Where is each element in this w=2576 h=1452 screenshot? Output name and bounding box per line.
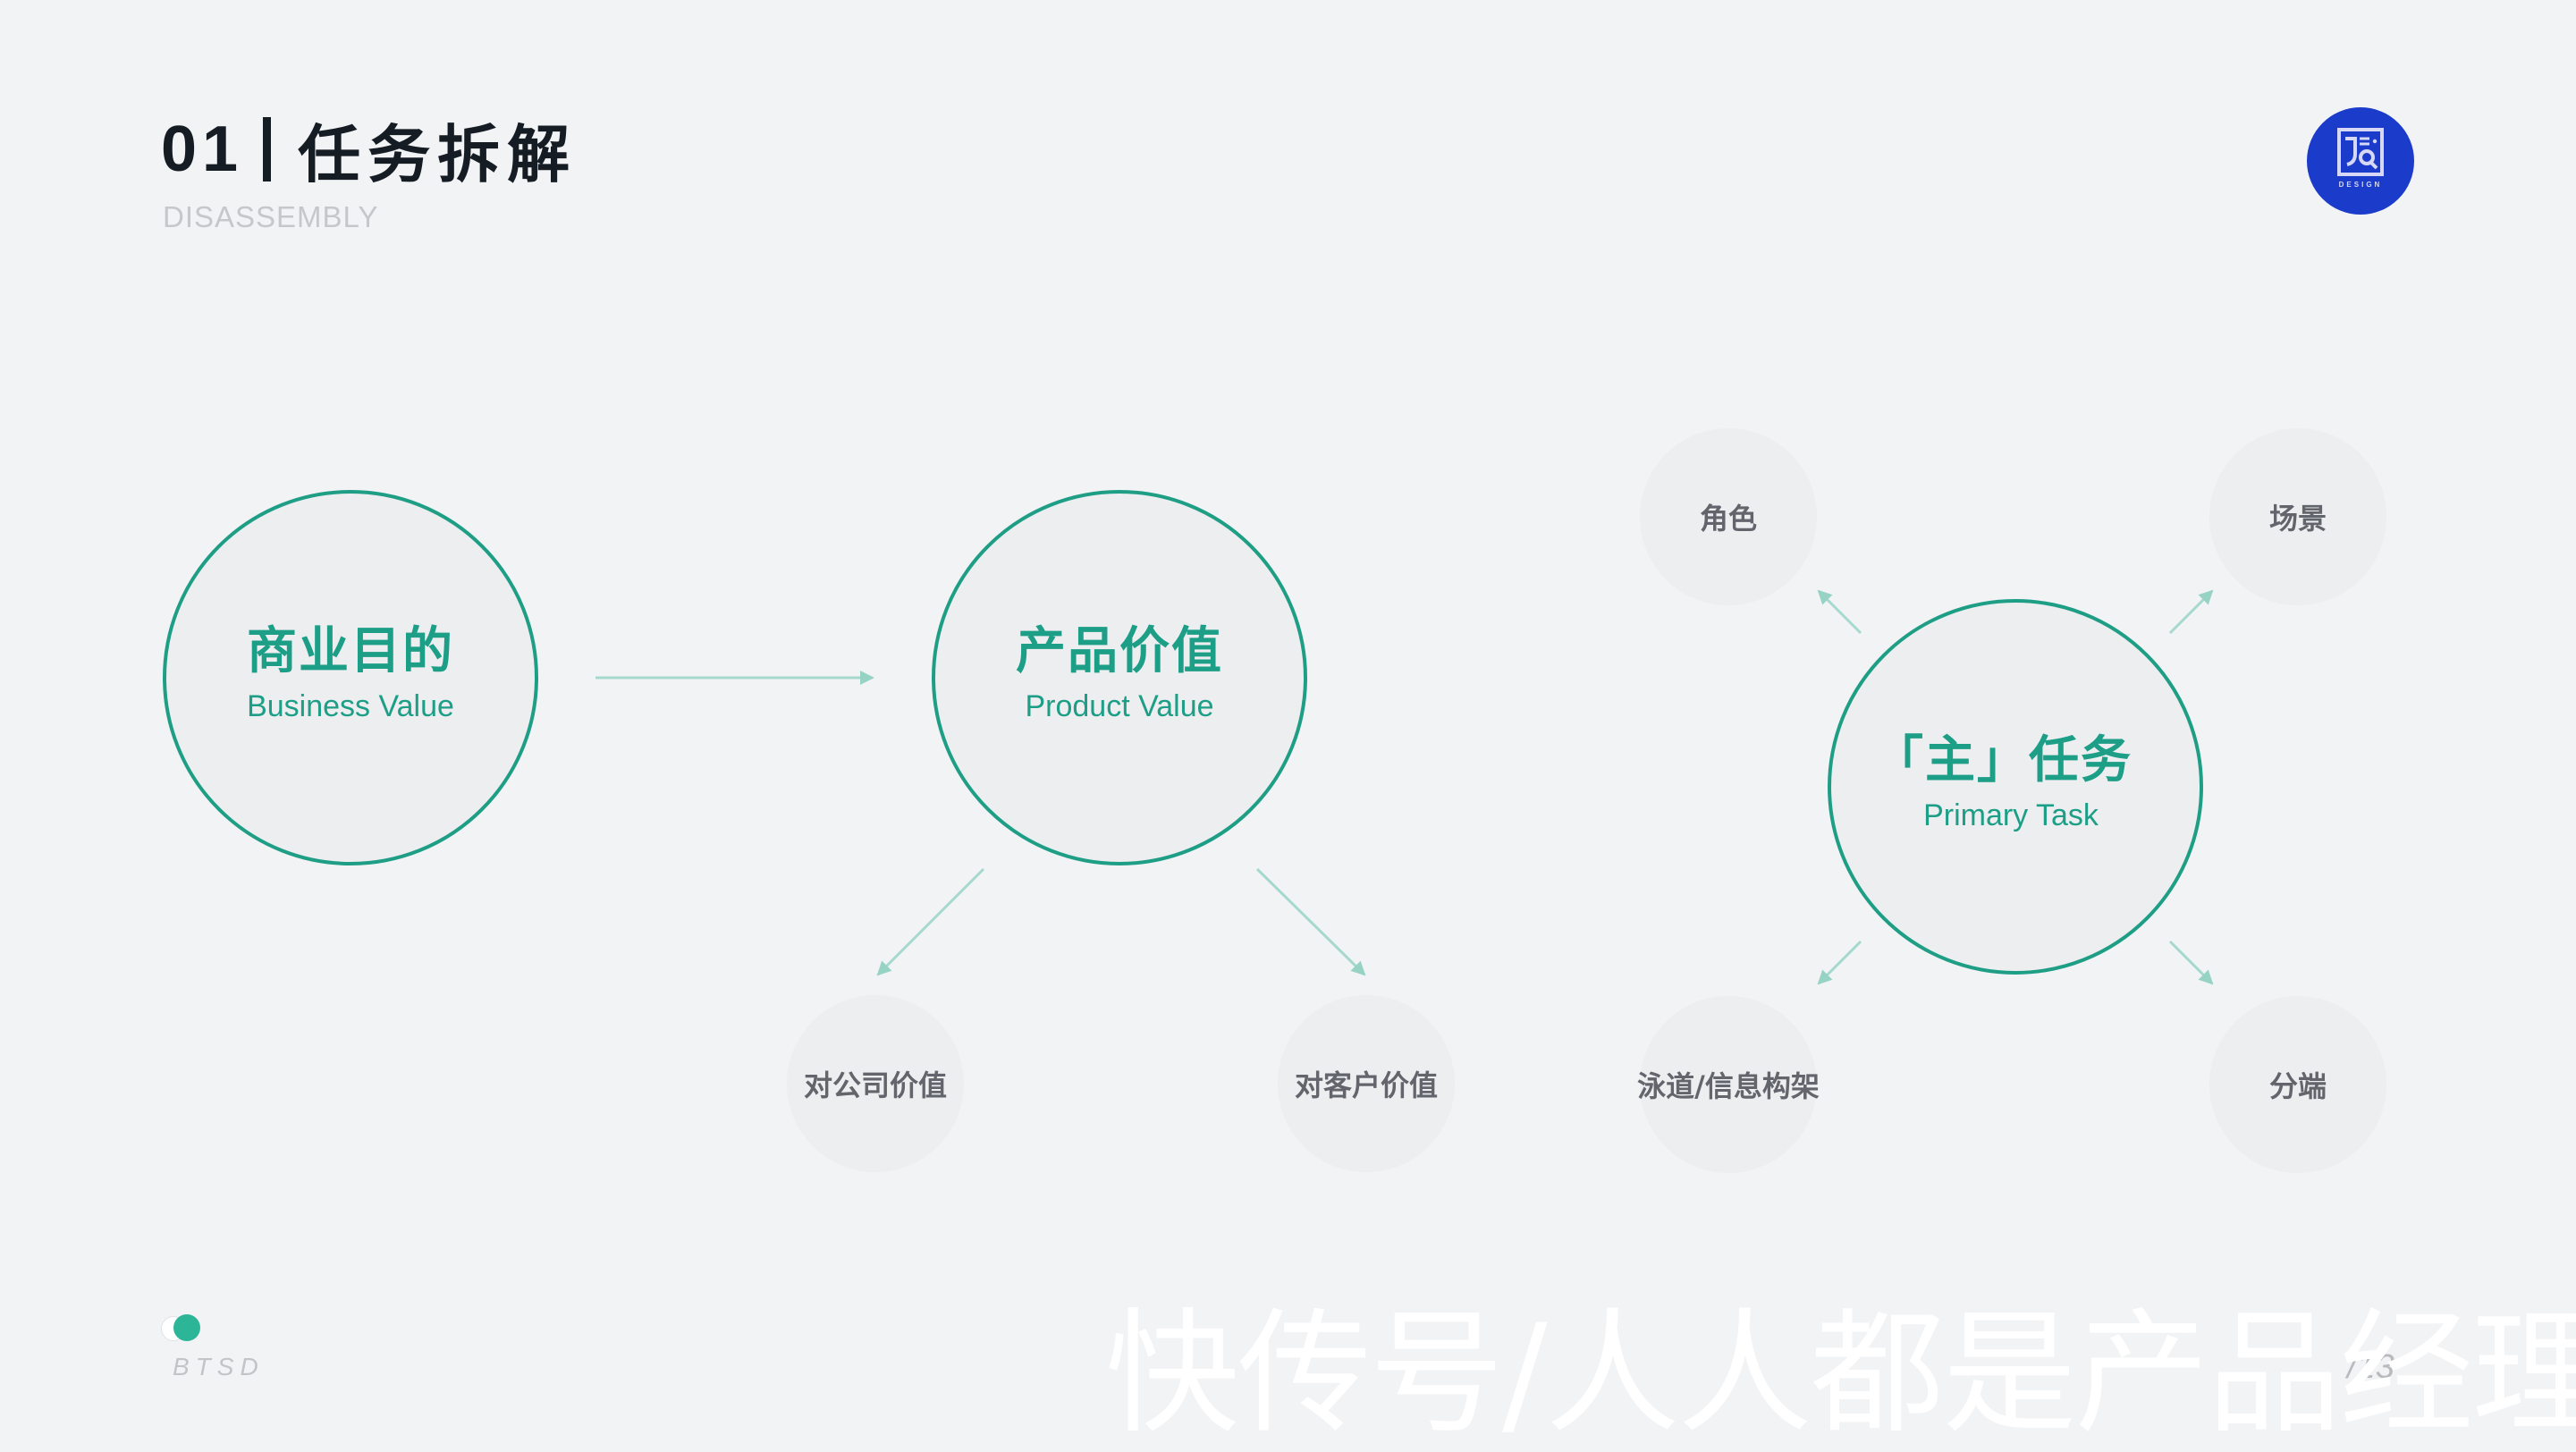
company-value-node: 对公司价值 <box>787 995 964 1172</box>
product-value-title: 产品价值 <box>1016 622 1223 680</box>
scene-node: 场景 <box>2209 428 2386 605</box>
title-divider <box>263 117 272 182</box>
customer-value-node: 对客户价值 <box>1278 995 1455 1172</box>
page-title: 01 任务拆解 <box>161 109 577 191</box>
product-value-subtitle: Product Value <box>1025 689 1214 723</box>
customer-value-label: 对客户价值 <box>1294 1068 1438 1102</box>
role-label: 角色 <box>1699 502 1757 536</box>
brand-label: BTSD <box>173 1353 265 1380</box>
swimlane-ia-node: 泳道/信息构架 <box>1637 996 1820 1173</box>
jq-design-logo-icon: DESIGN <box>2307 107 2414 215</box>
business-value-node: 商业目的 Business Value <box>163 490 538 865</box>
platform-split-label: 分端 <box>2268 1069 2327 1103</box>
page-number: /13 <box>2347 1348 2394 1386</box>
company-value-label: 对公司价值 <box>803 1068 947 1102</box>
swimlane-ia-label: 泳道/信息构架 <box>1637 1069 1820 1103</box>
business-value-title: 商业目的 <box>247 622 454 680</box>
arrow-product-to-company <box>876 867 985 976</box>
scene-label: 场景 <box>2268 502 2327 536</box>
primary-task-subtitle: Primary Task <box>1923 798 2099 832</box>
primary-task-node: 「主」任务 Primary Task <box>1828 599 2203 975</box>
arrow-product-to-customer <box>1255 867 1366 976</box>
section-subtitle: DISASSEMBLY <box>163 200 379 233</box>
arrow-task-to-platform <box>2168 940 2214 985</box>
brand-dot-green-icon <box>173 1314 200 1341</box>
arrow-task-to-swimlane <box>1817 940 1862 985</box>
business-value-subtitle: Business Value <box>247 689 454 723</box>
primary-task-title: 「主」任务 <box>1873 731 2133 789</box>
watermark: 快传号/人人都是产品经理 <box>1105 1296 2576 1452</box>
section-number: 01 <box>161 114 244 185</box>
arrow-task-to-role <box>1817 589 1862 635</box>
role-node: 角色 <box>1640 428 1817 605</box>
platform-split-node: 分端 <box>2209 996 2386 1173</box>
section-title: 任务拆解 <box>298 117 578 191</box>
product-value-node: 产品价值 Product Value <box>932 490 1307 865</box>
logo-caption: DESIGN <box>2338 181 2383 189</box>
arrow-task-to-scene <box>2168 589 2214 635</box>
